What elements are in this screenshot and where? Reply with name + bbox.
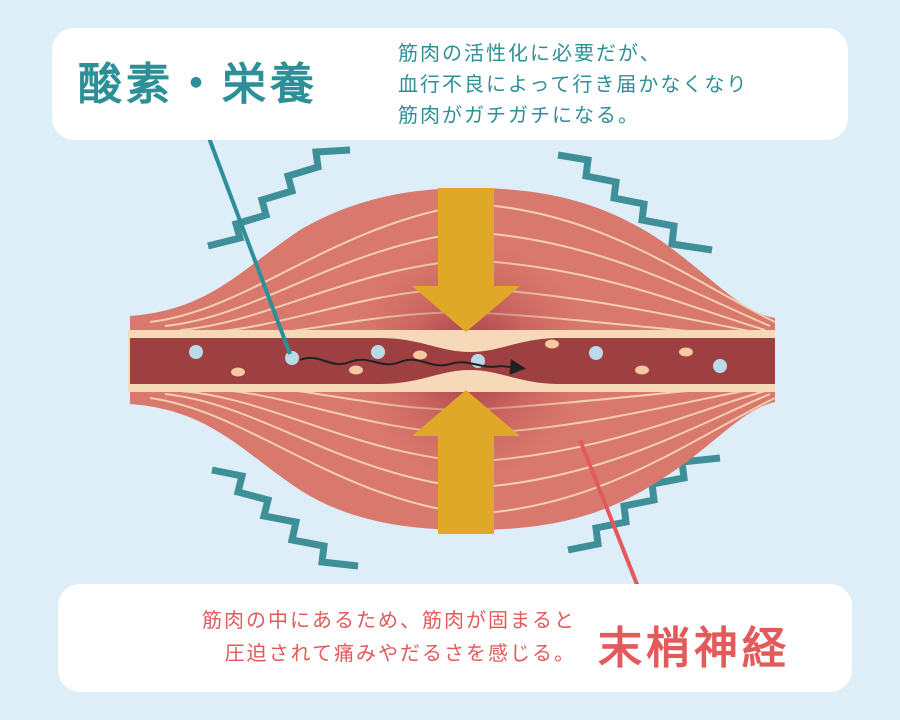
oxygen-cells — [189, 345, 727, 373]
zigzag-top-left — [207, 146, 351, 250]
peripheral-nerve-card: 筋肉の中にあるため、筋肉が固まると 圧迫されて痛みやだるさを感じる。 末梢神経 — [58, 584, 852, 692]
description-line: 筋肉の活性化に必要だが、 — [398, 41, 662, 65]
zigzag-bottom-right — [567, 454, 721, 554]
leader-line-oxygen — [204, 129, 292, 355]
compression-arrow-up — [412, 390, 520, 534]
tension-zigzag-lines — [207, 146, 721, 570]
oxygen-nutrient-title: 酸素・栄養 — [78, 59, 318, 110]
nutrient-cells — [231, 339, 693, 377]
compression-arrows — [412, 188, 520, 534]
description-line: 圧迫されて痛みやだるさを感じる。 — [224, 641, 576, 665]
peripheral-nerve-title: 末梢神経 — [598, 623, 790, 674]
blood-flow-arrow — [299, 357, 526, 375]
oxygen-nutrient-description: 筋肉の活性化に必要だが、 血行不良によって行き届かなくなり 筋肉がガチガチになる… — [398, 38, 748, 131]
compression-arrow-down — [412, 188, 520, 332]
vessel-lumen — [130, 338, 775, 384]
description-line: 筋肉の中にあるため、筋肉が固まると — [202, 608, 576, 632]
zigzag-bottom-left — [211, 466, 359, 570]
peripheral-nerve-description: 筋肉の中にあるため、筋肉が固まると 圧迫されて痛みやだるさを感じる。 — [86, 604, 576, 670]
leader-line-nerve — [578, 439, 642, 593]
zigzag-top-right — [557, 151, 713, 254]
description-line: 筋肉がガチガチになる。 — [398, 103, 640, 127]
blood-vessel — [128, 330, 775, 392]
oxygen-nutrient-card: 酸素・栄養 筋肉の活性化に必要だが、 血行不良によって行き届かなくなり 筋肉がガ… — [52, 28, 848, 140]
description-line: 血行不良によって行き届かなくなり — [398, 72, 749, 96]
